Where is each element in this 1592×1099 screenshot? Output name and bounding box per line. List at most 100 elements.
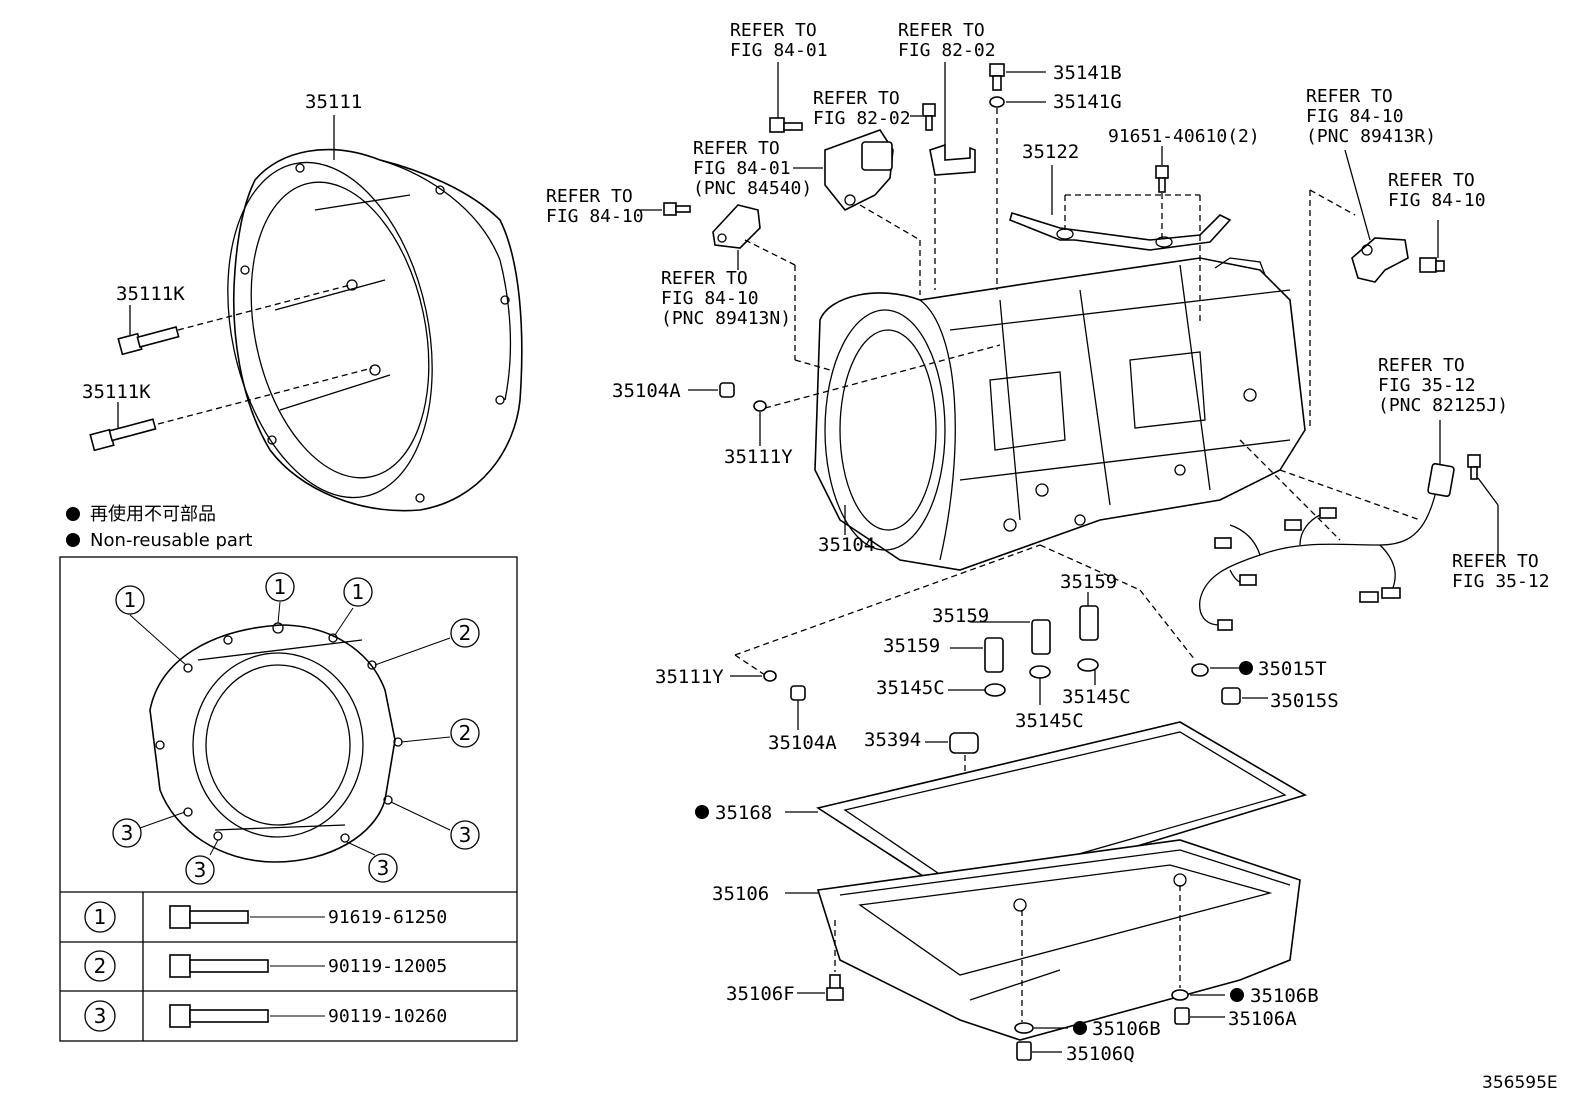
svg-text:FIG 82-02: FIG 82-02 bbox=[898, 40, 996, 61]
svg-text:REFER TO: REFER TO bbox=[693, 138, 780, 159]
svg-text:REFER TO: REFER TO bbox=[546, 186, 633, 207]
label-35111: 35111 bbox=[305, 91, 362, 113]
callout-1: 1 bbox=[274, 575, 287, 599]
bolt-fig84-10-right bbox=[1419, 257, 1445, 273]
label-35106: 35106 bbox=[712, 883, 769, 905]
svg-text:(PNC 89413R): (PNC 89413R) bbox=[1306, 126, 1436, 147]
washer-35145c-right bbox=[1077, 658, 1099, 672]
label-35015t: 35015T bbox=[1258, 658, 1327, 680]
bolt-fig35-12 bbox=[1467, 454, 1481, 480]
callout-1: 1 bbox=[352, 580, 365, 604]
svg-text:FIG 84-10: FIG 84-10 bbox=[546, 206, 644, 227]
non-reusable-dot bbox=[1230, 988, 1244, 1002]
refer-fig35-12-right: REFER TO FIG 35-12 bbox=[1452, 551, 1550, 592]
label-35168: 35168 bbox=[715, 802, 772, 824]
callout-1: 1 bbox=[124, 588, 137, 612]
oring-35111y-upper bbox=[753, 400, 767, 412]
table-row-part: 90119-10260 bbox=[328, 1006, 447, 1027]
transmission-case-drawing bbox=[814, 257, 1306, 571]
label-35106a: 35106A bbox=[1228, 1008, 1297, 1030]
gasket-35168 bbox=[815, 721, 1307, 901]
label-35141g: 35141G bbox=[1053, 91, 1122, 113]
legend-english: Non-reusable part bbox=[90, 530, 252, 551]
label-35106b-right: 35106B bbox=[1250, 985, 1319, 1007]
table-row-number: 1 bbox=[94, 905, 107, 929]
bracket-fig82-02 bbox=[929, 143, 976, 176]
label-35104: 35104 bbox=[818, 534, 875, 556]
washer-35145c-left bbox=[984, 683, 1006, 697]
label-35145c-mid: 35145C bbox=[1015, 710, 1084, 732]
svg-text:FIG 84-10: FIG 84-10 bbox=[1388, 190, 1486, 211]
oring-35015t bbox=[1191, 663, 1209, 677]
label-35111y-upper: 35111Y bbox=[724, 446, 793, 468]
wire-harness-82125j bbox=[1199, 462, 1455, 631]
bolt-35111k-upper bbox=[117, 326, 180, 356]
bolt-fig84-10-left bbox=[663, 202, 691, 216]
svg-text:REFER TO: REFER TO bbox=[730, 20, 817, 41]
svg-text:REFER TO: REFER TO bbox=[1452, 551, 1539, 572]
label-35111k-upper: 35111K bbox=[116, 283, 185, 305]
svg-text:(PNC 89413N): (PNC 89413N) bbox=[661, 308, 791, 329]
table-row-part: 91619-61250 bbox=[328, 907, 447, 928]
label-35159-left: 35159 bbox=[883, 635, 940, 657]
label-35106b-left: 35106B bbox=[1092, 1018, 1161, 1040]
svg-text:FIG 84-01: FIG 84-01 bbox=[730, 40, 828, 61]
callout-2: 2 bbox=[459, 621, 472, 645]
bolt-35111k-lower bbox=[89, 418, 157, 452]
bell-housing-drawing bbox=[227, 148, 523, 512]
svg-text:REFER TO: REFER TO bbox=[661, 268, 748, 289]
svg-text:REFER TO: REFER TO bbox=[1388, 170, 1475, 191]
bolt-fig82-02 bbox=[922, 103, 936, 131]
svg-text:REFER TO: REFER TO bbox=[1306, 86, 1393, 107]
label-35145c-right: 35145C bbox=[1062, 686, 1131, 708]
svg-text:REFER TO: REFER TO bbox=[813, 88, 900, 109]
non-reusable-dot bbox=[1239, 661, 1253, 675]
table-row-part: 90119-12005 bbox=[328, 956, 447, 977]
tube-35122 bbox=[1009, 211, 1232, 251]
figure-id: 356595E bbox=[1482, 1073, 1558, 1093]
label-35104a-lower: 35104A bbox=[768, 732, 837, 754]
svg-text:FIG 84-01: FIG 84-01 bbox=[693, 158, 791, 179]
label-35159-top: 35159 bbox=[1060, 571, 1117, 593]
oring-35111y-lower bbox=[763, 670, 777, 682]
svg-text:FIG 84-10: FIG 84-10 bbox=[661, 288, 759, 309]
label-91651-40610: 91651-40610(2) bbox=[1108, 126, 1260, 147]
non-reusable-dot bbox=[66, 533, 80, 547]
non-reusable-dot bbox=[695, 805, 709, 819]
svg-text:FIG 35-12: FIG 35-12 bbox=[1378, 375, 1476, 396]
plug-35104a-upper bbox=[719, 382, 735, 398]
speed-sensor-89413r bbox=[1351, 237, 1409, 283]
gasket-35106b-left bbox=[1014, 1022, 1034, 1034]
plug-35106q bbox=[1016, 1041, 1032, 1061]
refer-fig82-02-top: REFER TO FIG 82-02 bbox=[898, 20, 996, 61]
svg-text:FIG 35-12: FIG 35-12 bbox=[1452, 571, 1550, 592]
label-35111k-lower: 35111K bbox=[82, 381, 151, 403]
bolt-pattern-table bbox=[59, 556, 518, 1042]
collar-35159-mid bbox=[1031, 619, 1051, 655]
collar-35159-right bbox=[1079, 605, 1099, 641]
label-35106f: 35106F bbox=[726, 983, 795, 1005]
strainer-35394 bbox=[949, 732, 979, 754]
refer-fig84-01-top: REFER TO FIG 84-01 bbox=[730, 20, 828, 61]
label-35106q: 35106Q bbox=[1066, 1043, 1135, 1065]
switch-35015s bbox=[1221, 687, 1241, 705]
gasket-35106b-right bbox=[1171, 989, 1189, 1001]
non-reusable-dot bbox=[1073, 1021, 1087, 1035]
label-35159-mid: 35159 bbox=[932, 605, 989, 627]
label-35122: 35122 bbox=[1022, 141, 1079, 163]
svg-text:FIG 84-10: FIG 84-10 bbox=[1306, 106, 1404, 127]
callout-3: 3 bbox=[377, 856, 390, 880]
table-row-number: 2 bbox=[94, 954, 107, 978]
bolt-35106f bbox=[826, 974, 844, 1001]
svg-text:(PNC 84540): (PNC 84540) bbox=[693, 178, 812, 199]
washer-35145c-mid bbox=[1029, 665, 1051, 679]
callout-3: 3 bbox=[194, 858, 207, 882]
callout-3: 3 bbox=[121, 821, 134, 845]
svg-text:REFER TO: REFER TO bbox=[1378, 355, 1465, 376]
label-35015s: 35015S bbox=[1270, 690, 1339, 712]
refer-fig84-10-pnc89413n: REFER TO FIG 84-10 (PNC 89413N) bbox=[661, 268, 791, 329]
non-reusable-dot bbox=[66, 507, 80, 521]
plug-35106a bbox=[1174, 1007, 1190, 1025]
speed-sensor-89413n bbox=[712, 204, 761, 249]
